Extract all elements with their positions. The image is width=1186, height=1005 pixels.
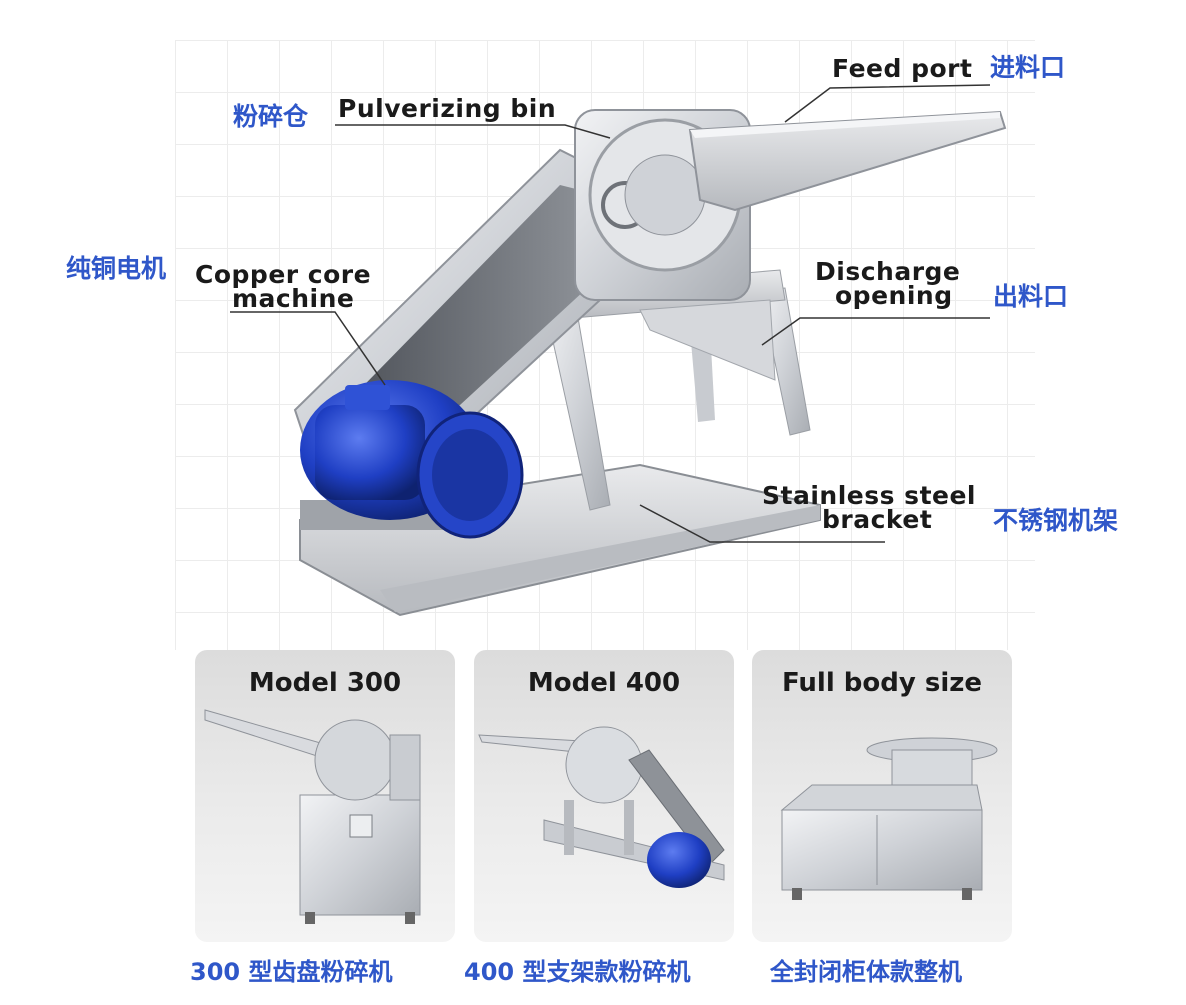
- leader-discharge: [761, 317, 990, 346]
- label-feed-port-cn: 进料口: [990, 53, 1066, 82]
- belt: [330, 185, 585, 445]
- model-title: Model 300: [248, 668, 402, 698]
- label-discharge-en-line1: Discharge: [815, 257, 961, 286]
- label-bracket-en-line1: Stainless steel: [762, 481, 976, 510]
- leader-feed-port: [784, 84, 991, 123]
- model-300-illustration: [204, 709, 421, 924]
- label-motor-en-line2: machine: [232, 284, 355, 313]
- label-feed-port-en: Feed port: [832, 54, 973, 83]
- discharge-chute: [639, 299, 776, 381]
- full-body-caption: 全封闭柜体款整机: [770, 958, 962, 986]
- model-panel-300: Model 300: [195, 650, 455, 942]
- model-title: Model 400: [527, 668, 681, 698]
- label-bracket-en-line2: bracket: [822, 505, 933, 534]
- model-300-caption: 300 型齿盘粉碎机: [190, 958, 393, 986]
- model-panel-full-body: Full body size: [752, 650, 1012, 942]
- label-pulverizing-bin-cn: 粉碎仓: [233, 102, 309, 131]
- model-title: Full body size: [781, 668, 983, 698]
- model-panel-400: Model 400: [474, 650, 734, 942]
- label-bracket-cn: 不锈钢机架: [993, 506, 1119, 535]
- label-discharge-cn: 出料口: [993, 282, 1069, 311]
- feed-hopper: [688, 110, 1007, 212]
- model-400-caption: 400 型支架款粉碎机: [464, 958, 691, 986]
- label-motor-cn: 纯铜电机: [66, 254, 167, 283]
- model-400-illustration: [478, 726, 725, 888]
- leader-bracket: [639, 504, 885, 543]
- leader-pulverizing-bin: [335, 124, 611, 139]
- label-motor-en-line1: Copper core: [195, 260, 372, 289]
- label-discharge-en-line2: opening: [835, 281, 953, 310]
- label-pulverizing-bin-en: Pulverizing bin: [338, 94, 557, 123]
- base-rail: [380, 505, 820, 612]
- full-body-illustration: [780, 737, 998, 900]
- leader-motor: [230, 311, 386, 386]
